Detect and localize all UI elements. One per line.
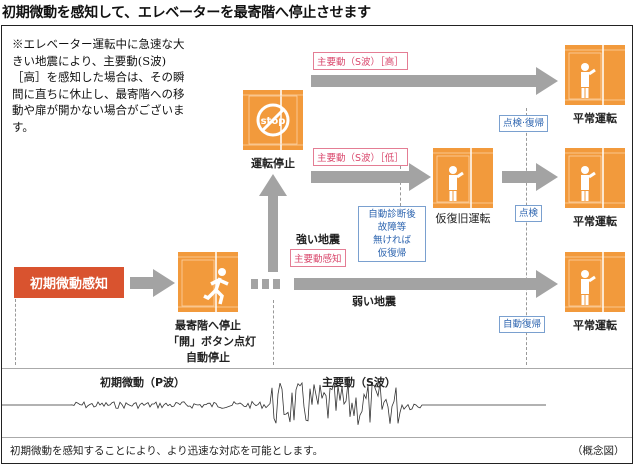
- elevator-stop-icon: stop: [243, 90, 303, 154]
- dash: [273, 279, 280, 289]
- waveform-line: [2, 381, 546, 425]
- elevator-graphic: [178, 252, 238, 312]
- tag-line: 自動診断後: [368, 209, 416, 220]
- arrow-head: [536, 67, 558, 95]
- arrow-low: [311, 171, 411, 183]
- inspect-restore-tag: 点検·復帰: [499, 115, 549, 132]
- arrow-weak: [294, 278, 538, 290]
- elevator-graphic: [565, 252, 625, 312]
- guide-line: [15, 299, 16, 365]
- arrow-head: [153, 269, 175, 297]
- arrow-head: [536, 270, 558, 298]
- s-wave-label: 主要動（S波）: [322, 376, 396, 389]
- divider: [2, 437, 632, 438]
- page-title: 初期微動を感知して、エレベーターを最寄階へ停止させます: [2, 5, 371, 21]
- elevator-graphic: [565, 148, 625, 208]
- label-line: 自動停止: [186, 351, 230, 364]
- arrow-detect: [130, 277, 155, 289]
- arrow-head: [409, 163, 431, 191]
- guide-line: [400, 166, 401, 206]
- arrow-restore: [502, 171, 538, 183]
- arrow-high: [311, 75, 538, 87]
- s-wave-low-tag: 主要動（S波）［低］: [313, 148, 408, 166]
- arrow-up: [268, 194, 278, 272]
- svg-text:stop: stop: [261, 116, 286, 127]
- normal-op-label: 平常運転: [573, 319, 617, 332]
- p-wave-label: 初期微動（P波）: [100, 376, 186, 389]
- main-motion-detect-tag: 主要動感知: [290, 249, 346, 267]
- label-line: 「開」ボタン点灯: [168, 335, 256, 348]
- caution-note: ※エレベーター運転中に急速な大きい地震により、主要動(S波)［高］を感知した場合…: [12, 37, 185, 134]
- normal-op-label: 平常運転: [573, 215, 617, 228]
- elevator-graphic: [565, 45, 625, 105]
- seismic-waveform: [2, 381, 546, 425]
- tag-line: 無ければ: [372, 235, 411, 246]
- stop-label: 運転停止: [251, 157, 295, 170]
- dash: [251, 279, 258, 289]
- concept-label: （概念図）: [572, 445, 625, 457]
- elevator-normal-icon: [565, 252, 625, 316]
- elevator-graphic: stop: [243, 90, 303, 150]
- elevator-normal-icon: [565, 45, 625, 109]
- arrow-head: [536, 163, 558, 191]
- weak-quake-label: 弱い地震: [352, 295, 396, 308]
- inspect-tag: 点検: [515, 205, 543, 222]
- divider: [2, 368, 632, 369]
- tag-line: 仮復帰: [377, 248, 407, 259]
- normal-op-label: 平常運転: [573, 112, 617, 125]
- footer-text: 初期微動を感知することにより、より迅速な対応を可能とします。: [10, 445, 324, 457]
- label-line: 最寄階へ停止: [175, 319, 241, 332]
- s-wave-high-tag: 主要動（S波）［高］: [313, 52, 408, 70]
- tag-line: 故障等: [377, 222, 407, 233]
- elevator-running-person-icon: [178, 252, 238, 316]
- guide-line: [273, 300, 274, 365]
- nearest-stop-label: 最寄階へ停止 「開」ボタン点灯 自動停止: [168, 318, 256, 366]
- auto-diagnosis-tag: 自動診断後 故障等 無ければ 仮復帰: [358, 206, 426, 262]
- temp-restore-label: 仮復旧運転: [435, 212, 491, 225]
- dash: [262, 279, 269, 289]
- strong-quake-label: 強い地震: [296, 233, 340, 246]
- initial-motion-detect-box: 初期微動感知: [14, 267, 124, 298]
- elevator-temp-restore-icon: [433, 148, 493, 212]
- auto-restore-tag: 自動復帰: [499, 316, 546, 333]
- arrow-head: [259, 174, 287, 196]
- elevator-graphic: [433, 148, 493, 208]
- diagram-frame: [1, 25, 633, 464]
- elevator-normal-icon: [565, 148, 625, 212]
- guide-line: [526, 108, 527, 365]
